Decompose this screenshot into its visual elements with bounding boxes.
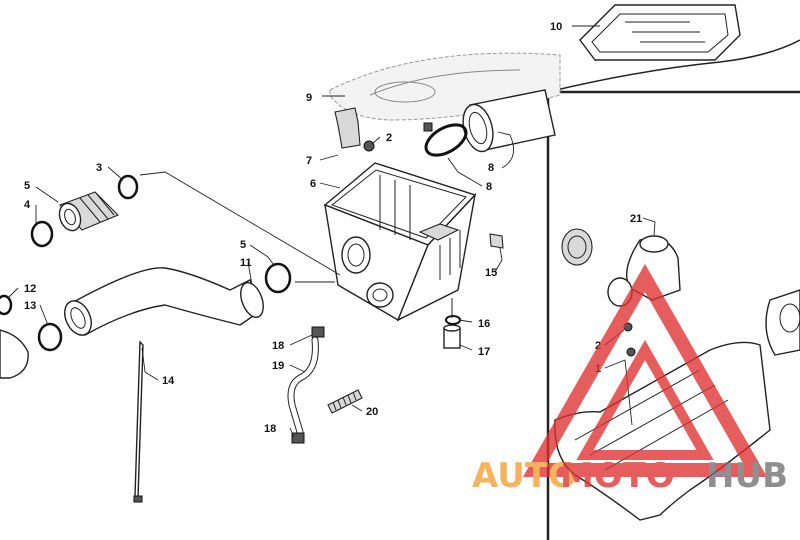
part-9-coupler bbox=[58, 191, 119, 232]
part-8-clamp-upper bbox=[117, 174, 139, 200]
part-11-clamp bbox=[423, 122, 468, 157]
callout-5-right: 5 bbox=[240, 239, 246, 251]
callout-15: 15 bbox=[485, 267, 497, 279]
part-15-clip bbox=[489, 233, 504, 249]
part-10-grommet bbox=[334, 107, 361, 149]
callout-18-lower: 18 bbox=[264, 423, 276, 435]
part-2-inset-clip-b bbox=[626, 347, 636, 357]
part-18-clip-upper bbox=[311, 326, 325, 338]
part-20-spring bbox=[327, 389, 363, 414]
watermark-triangle-inner bbox=[576, 339, 714, 460]
callout-9: 5 bbox=[24, 180, 30, 192]
callout-11: 8 bbox=[486, 181, 492, 193]
callout-20: 20 bbox=[366, 406, 378, 418]
callout-13: 9 bbox=[306, 92, 312, 104]
part-16-clamp bbox=[445, 315, 461, 325]
part-2-clip bbox=[363, 140, 375, 152]
callout-2-main: 2 bbox=[386, 132, 392, 144]
callout-8-upper: 3 bbox=[96, 162, 102, 174]
watermark-text-auto: AUTO bbox=[472, 456, 577, 496]
part-5-clamp-left bbox=[37, 322, 63, 352]
part-8-clamp-lower bbox=[30, 220, 54, 248]
callout-16: 16 bbox=[478, 318, 490, 330]
part-14-airbox-cover bbox=[579, 4, 741, 61]
watermark-text-hub: HUB bbox=[706, 456, 788, 496]
callout-21: 14 bbox=[162, 375, 175, 387]
part-17-drain-cap bbox=[443, 324, 461, 349]
part-6-intake-duct bbox=[64, 267, 264, 336]
callout-18-upper: 18 bbox=[272, 340, 284, 352]
part-inset-cylinder bbox=[561, 228, 593, 266]
callout-14: 10 bbox=[550, 21, 562, 33]
part-5-clamp-right bbox=[264, 262, 292, 294]
callout-17: 17 bbox=[478, 346, 490, 358]
part-7-airbox bbox=[323, 162, 477, 322]
part-19-hose bbox=[288, 337, 318, 435]
callout-3: 21 bbox=[630, 213, 642, 225]
part-21-strap bbox=[133, 340, 144, 503]
watermark-triangle-outer bbox=[522, 263, 768, 477]
watermark-text-moto: MOTO bbox=[560, 456, 675, 496]
callout-4: 12 bbox=[24, 283, 36, 295]
part-18-clip-lower bbox=[291, 432, 305, 444]
callout-10: 7 bbox=[306, 155, 312, 167]
callout-7: 6 bbox=[310, 178, 316, 190]
callout-19: 19 bbox=[272, 360, 284, 372]
callout-5-left: 13 bbox=[24, 300, 36, 312]
inset-curve bbox=[547, 39, 800, 93]
indicator-line-8 bbox=[139, 171, 341, 276]
part-4-elbow bbox=[0, 294, 29, 379]
callout-12: 8 bbox=[488, 162, 494, 174]
watermark-logo: AUTO MOTO HUB bbox=[472, 263, 788, 496]
callout-6: 11 bbox=[240, 257, 252, 269]
callout-8-lower: 4 bbox=[24, 199, 31, 211]
part-inset-pipe-right bbox=[765, 289, 800, 356]
